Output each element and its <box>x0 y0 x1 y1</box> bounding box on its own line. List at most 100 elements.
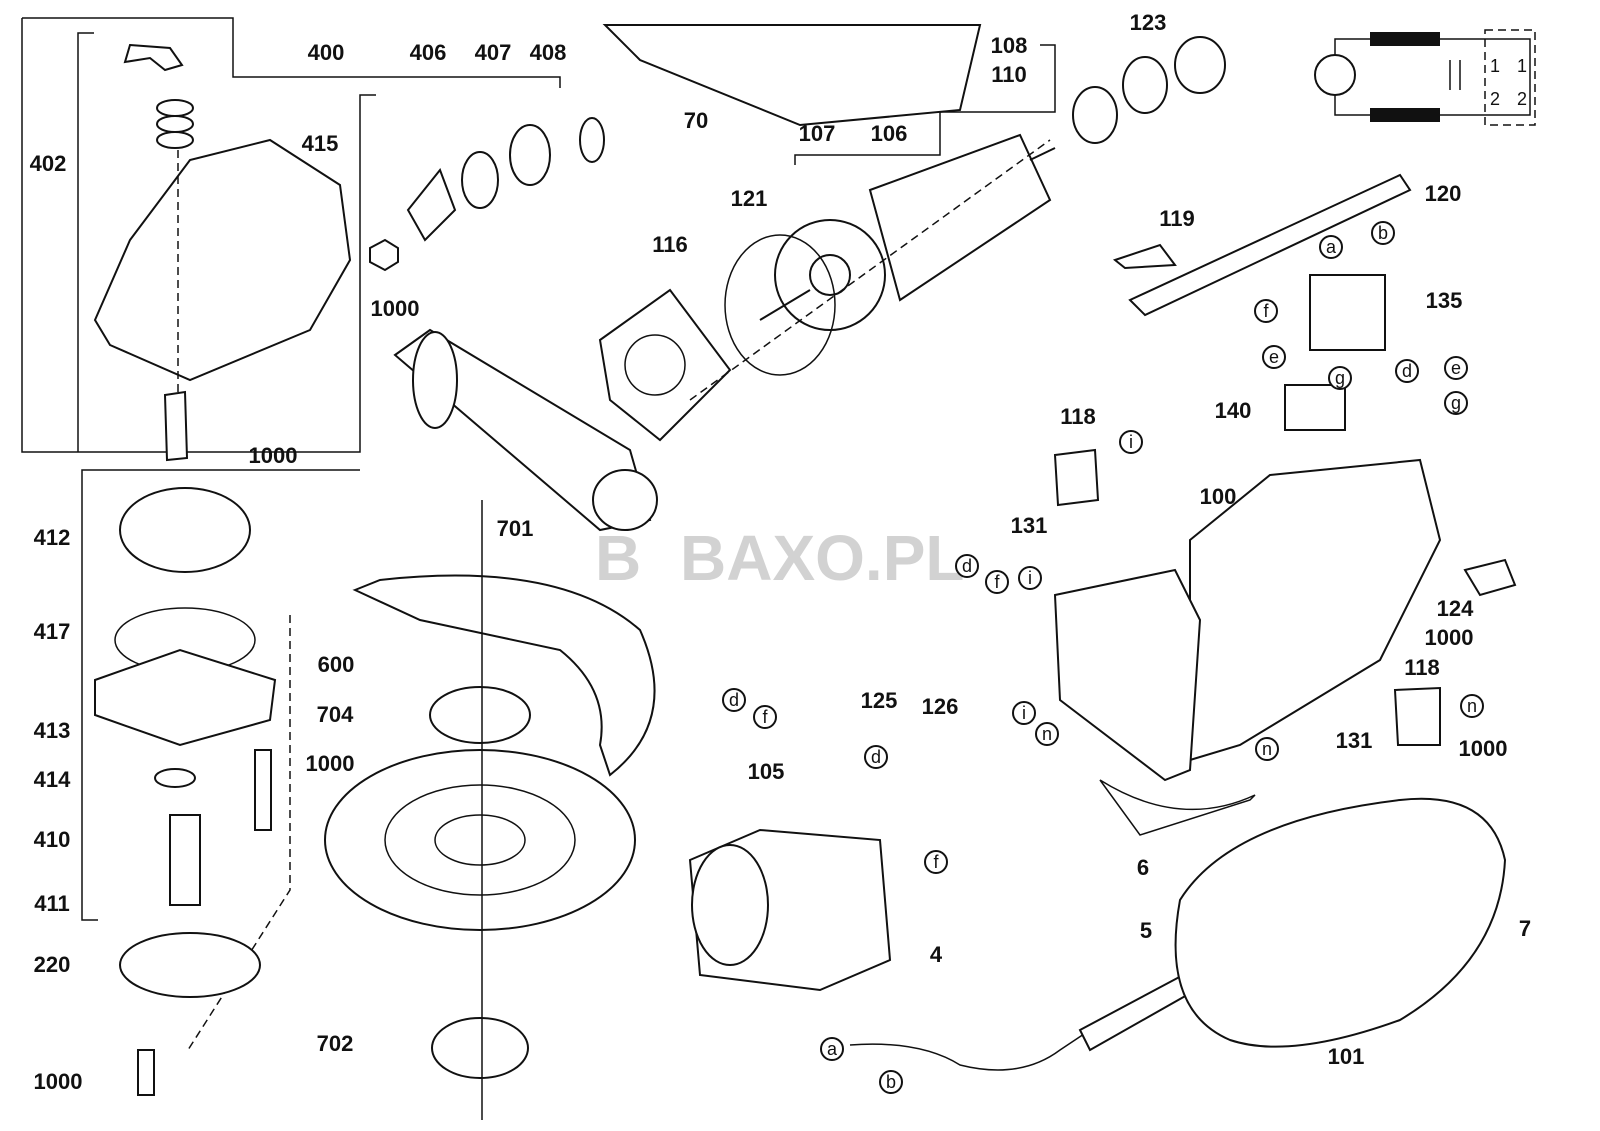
wire-letter-callout: d <box>722 688 746 712</box>
wire-letter: n <box>1467 696 1477 716</box>
part-number-label: 7 <box>1519 916 1531 941</box>
part-number-label: 704 <box>317 702 354 727</box>
part-number-label: 417 <box>34 619 71 644</box>
wire-letter-callout: a <box>1319 235 1343 259</box>
part-number-label: 406 <box>410 40 447 65</box>
wire-letter: a <box>827 1039 838 1059</box>
wire-letter-callout: g <box>1444 391 1468 415</box>
watermark: B BAXO.PL <box>595 522 964 594</box>
wire-letter: g <box>1451 393 1461 413</box>
housing-70 <box>602 24 982 127</box>
part-number-label: 1000 <box>371 296 420 321</box>
wire-letter: a <box>1326 237 1337 257</box>
wire-letter: f <box>933 852 939 872</box>
callout-circle <box>1262 345 1286 369</box>
part-number-label: 106 <box>871 121 908 146</box>
wire-letter-callout: n <box>1035 722 1059 746</box>
callout-circle <box>1460 694 1484 718</box>
part-number-label: 118 <box>1404 655 1440 680</box>
callout-circle <box>1255 737 1279 761</box>
part-number-label: 110 <box>991 62 1027 87</box>
terminal-label: 1 <box>1490 56 1500 76</box>
wire-letter-callout: f <box>985 570 1009 594</box>
part-number-label: 121 <box>731 186 768 211</box>
watermark-text: BAXO.PL <box>680 522 964 594</box>
wire-letter: d <box>1402 361 1412 381</box>
part-number-label: 135 <box>1426 288 1463 313</box>
spindle-parts <box>369 117 605 272</box>
callout-circle <box>955 554 979 578</box>
callout-circle <box>864 745 888 769</box>
part-number-label: 6 <box>1137 855 1149 880</box>
wire-letter: n <box>1042 724 1052 744</box>
part-number-label: 1000 <box>249 443 298 468</box>
part-number-label: 414 <box>34 767 71 792</box>
part-number-label: 119 <box>1159 206 1195 231</box>
wire-letter: i <box>1022 703 1026 723</box>
wiring-schematic: 1 1 2 2 <box>1314 29 1536 126</box>
wire-letter-callout: e <box>1262 345 1286 369</box>
callout-circle <box>1371 221 1395 245</box>
wire-letter: b <box>886 1072 896 1092</box>
motor-housing <box>1053 458 1442 836</box>
wire-letter-callout: b <box>1371 221 1395 245</box>
wire-letter: d <box>729 690 739 710</box>
callout-circle <box>879 1070 903 1094</box>
terminal-label: 2 <box>1490 89 1500 109</box>
auxiliary-handle <box>393 328 658 532</box>
wire-letter: g <box>1335 368 1345 388</box>
wire-letter-callout: f <box>1254 299 1278 323</box>
part-number-label: 107 <box>799 121 836 146</box>
wire-letter: e <box>1269 347 1279 367</box>
part-number-label: 5 <box>1140 918 1152 943</box>
part-number-label: 101 <box>1328 1044 1365 1069</box>
part-number-label: 412 <box>34 525 71 550</box>
callout-circle <box>1012 701 1036 725</box>
gearbox-parts <box>94 487 277 1096</box>
wire-letter-callout: d <box>955 554 979 578</box>
wire-letter-callout: n <box>1255 737 1279 761</box>
part-number-label: 415 <box>302 131 339 156</box>
wire-letter-callout: i <box>1119 430 1143 454</box>
part-number-label: 408 <box>530 40 567 65</box>
part-number-label: 131 <box>1011 513 1048 538</box>
callout-circle <box>1444 391 1468 415</box>
part-number-label: 1000 <box>1459 736 1508 761</box>
part-number-label: 701 <box>497 516 534 541</box>
wire-letter: b <box>1378 223 1388 243</box>
callout-circle <box>924 850 948 874</box>
part-number-label: 116 <box>652 232 688 257</box>
callout-circle <box>722 688 746 712</box>
part-number-label: 413 <box>34 718 71 743</box>
stator <box>688 828 892 992</box>
wire-letter-callout: n <box>1460 694 1484 718</box>
callout-circle <box>1444 356 1468 380</box>
part-number-label: 220 <box>34 952 71 977</box>
wire-letter: i <box>1028 568 1032 588</box>
wire-letter: n <box>1262 739 1272 759</box>
part-number-label: 402 <box>30 151 67 176</box>
callout-circle <box>1328 366 1352 390</box>
armature <box>598 36 1226 442</box>
part-number-label: 124 <box>1437 596 1474 621</box>
part-number-label: 100 <box>1200 484 1237 509</box>
callout-circle <box>1395 359 1419 383</box>
terminal-label: 1 <box>1517 56 1527 76</box>
wire-letter-callout: b <box>879 1070 903 1094</box>
part-number-label: 702 <box>317 1031 354 1056</box>
wire-letter: f <box>762 707 768 727</box>
part-number-label: 1000 <box>306 751 355 776</box>
wire-letter: f <box>1263 301 1269 321</box>
watermark-logo: B <box>595 522 641 594</box>
part-number-label: 120 <box>1425 181 1462 206</box>
part-number-label: 126 <box>922 694 959 719</box>
part-number-label: 400 <box>308 40 345 65</box>
part-number-label: 1000 <box>34 1069 83 1094</box>
part-number-label: 4 <box>930 942 943 967</box>
part-number-label: 118 <box>1060 404 1096 429</box>
wire-letter: e <box>1451 358 1461 378</box>
wire-letter-callout: d <box>1395 359 1419 383</box>
